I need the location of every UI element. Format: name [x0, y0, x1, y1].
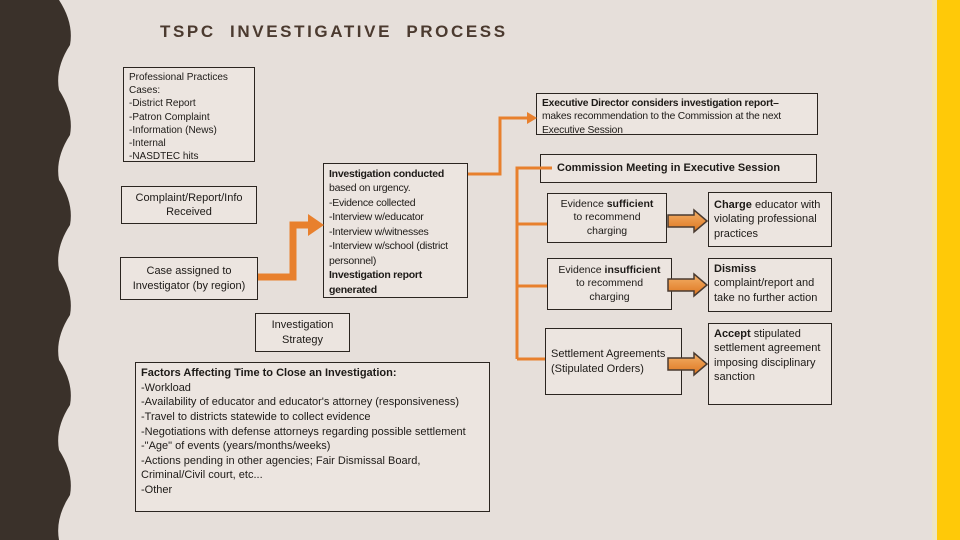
node-rest: to recommend charging [573, 211, 641, 237]
node-title: Factors Affecting Time to Close an Inves… [141, 367, 397, 379]
node-charge-educator: Charge educator with violating professio… [708, 192, 832, 247]
node-label: Settlement Agreements (Stipulated Orders… [551, 348, 666, 375]
node-text: Evidence [558, 263, 605, 276]
node-rest: to recommend charging [575, 277, 644, 303]
node-accept-settlement: Accept stipulated settlement agreement i… [708, 323, 832, 405]
arrow-case-to-investigation [258, 214, 324, 281]
node-factors-affecting-time: Factors Affecting Time to Close an Inves… [135, 362, 490, 512]
node-items: -Evidence collected -Interview w/educato… [329, 196, 448, 267]
node-investigation-conducted: Investigation conducted based on urgency… [323, 163, 468, 298]
node-lead-bold: Investigation conducted [329, 168, 445, 180]
node-complaint-received: Complaint/Report/Info Received [121, 186, 257, 224]
node-lead-bold: Executive Director considers investigati… [542, 98, 779, 109]
node-text: Evidence [560, 197, 607, 210]
node-label: Complaint/Report/Info Received [135, 191, 243, 218]
node-items: -Workload -Availability of educator and … [141, 381, 466, 496]
node-text: stipulated settlement agreement imposing… [714, 328, 821, 383]
right-stripe-pale [932, 0, 937, 540]
node-bold: Accept [714, 328, 751, 340]
node-text: educator with violating professional pra… [714, 199, 821, 240]
node-dismiss: Dismiss complaint/report and take no fur… [708, 258, 832, 312]
node-items: -District Report -Patron Complaint -Info… [129, 98, 217, 163]
node-rest: complaint/report and take no further act… [714, 277, 818, 304]
node-text-wrap: Accept stipulated settlement agreement i… [714, 327, 826, 384]
node-title: Professional Practices Cases: [129, 72, 228, 97]
node-settlement-agreements: Settlement Agreements (Stipulated Orders… [545, 328, 682, 395]
node-line1: Evidence insufficient [553, 264, 666, 278]
node-bold: insufficient [604, 263, 661, 276]
node-label: Commission Meeting in Executive Session [557, 162, 781, 175]
node-bold: sufficient [606, 197, 654, 210]
slide-title: TSPC INVESTIGATIVE PROCESS [160, 22, 508, 41]
right-stripe-yellow [937, 0, 960, 540]
node-executive-director: Executive Director considers investigati… [536, 93, 818, 136]
block-arrow-insufficient-to-dismiss [667, 272, 709, 298]
block-arrow-sufficient-to-charge [667, 208, 709, 234]
node-footer-bold: Investigation report generated [329, 269, 423, 296]
node-commission-meeting: Commission Meeting in Executive Session [540, 154, 817, 183]
node-bold: Charge [714, 199, 752, 212]
node-evidence-insufficient: Evidence insufficient to recommend charg… [547, 258, 672, 310]
arrow-investigation-to-executive-director [468, 112, 537, 176]
node-evidence-sufficient: Evidence sufficient to recommend chargin… [547, 193, 667, 243]
node-investigation-strategy: Investigation Strategy [255, 313, 350, 352]
left-wave-decoration [0, 0, 71, 540]
node-lead-rest: based on urgency. [329, 182, 411, 195]
node-rest: makes recommendation to the Commission a… [542, 111, 781, 136]
node-label: Case assigned to Investigator (by region… [132, 265, 246, 292]
node-case-assigned: Case assigned to Investigator (by region… [120, 257, 258, 300]
node-line1: Evidence sufficient [553, 198, 661, 212]
node-professional-practices-cases: Professional Practices Cases: -District … [123, 67, 255, 162]
node-bold: Dismiss [714, 263, 757, 275]
node-text-wrap: Charge educator with violating professio… [714, 198, 826, 241]
node-label: Investigation Strategy [271, 319, 334, 346]
